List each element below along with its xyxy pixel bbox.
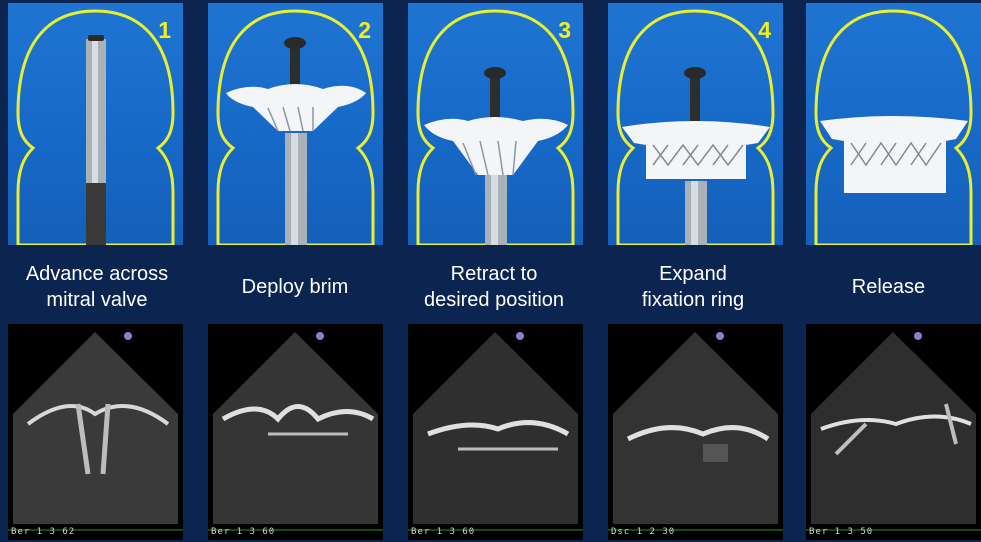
probe-marker: [316, 332, 324, 340]
echo-image-step-2: Ber 1 3 60: [208, 324, 383, 540]
echo-label: Dsc 1 2 30: [611, 527, 675, 537]
catheter-highlight: [291, 133, 298, 245]
ultrasound-fan: [613, 332, 778, 524]
valve-body: [820, 116, 968, 193]
echo-sector: [608, 324, 783, 540]
caption-step-2: Deploy brim: [198, 258, 392, 316]
device-illustration: [806, 3, 981, 245]
echo-sector: [806, 324, 981, 540]
catheter-dark-sheath: [86, 183, 106, 245]
guide-stem: [690, 75, 700, 123]
ring-echo: [703, 444, 728, 462]
echo-image-step-3: Ber 1 3 60: [408, 324, 583, 540]
guide-stem: [490, 75, 500, 121]
echo-sector: [408, 324, 583, 540]
ultrasound-fan: [13, 332, 178, 524]
probe-marker: [124, 332, 132, 340]
echo-label: Ber 1 3 62: [11, 527, 75, 537]
device-illustration: [608, 3, 783, 245]
device-illustration: [208, 3, 383, 245]
device-photo-step-4: 4: [608, 3, 783, 245]
probe-marker: [716, 332, 724, 340]
caption-step-3: Retract to desired position: [397, 258, 591, 316]
caption-step-5: Release: [796, 258, 981, 316]
echo-sector: [8, 324, 183, 540]
catheter-highlight: [691, 181, 698, 245]
echo-sector: [208, 324, 383, 540]
catheter-tip: [88, 35, 104, 41]
echo-image-step-4: Dsc 1 2 30: [608, 324, 783, 540]
step-number: 3: [558, 17, 571, 44]
stem-knob: [284, 37, 306, 49]
device-photo-step-1: 1: [8, 3, 183, 245]
device-photo-step-2: 2: [208, 3, 383, 245]
valve-brim: [226, 84, 366, 131]
device-photo-step-3: 3: [408, 3, 583, 245]
stem-knob: [684, 67, 706, 79]
device-illustration: [8, 3, 183, 245]
valve-body: [622, 121, 770, 179]
step-number: 1: [158, 17, 171, 44]
ultrasound-fan: [213, 332, 378, 524]
caption-step-1: Advance across mitral valve: [0, 258, 194, 316]
caption-step-4: Expand fixation ring: [596, 258, 790, 316]
device-photo-step-5: [806, 3, 981, 245]
echo-image-step-5: Ber 1 3 50: [806, 324, 981, 540]
echo-label: Ber 1 3 60: [211, 527, 275, 537]
probe-marker: [516, 332, 524, 340]
echo-image-step-1: Ber 1 3 62: [8, 324, 183, 540]
step-number: 2: [358, 17, 371, 44]
step-number: 4: [758, 17, 771, 44]
stem-knob: [484, 67, 506, 79]
catheter-highlight: [491, 175, 498, 245]
echo-label: Ber 1 3 50: [809, 527, 873, 537]
valve-brim: [424, 117, 568, 175]
probe-marker: [914, 332, 922, 340]
echo-label: Ber 1 3 60: [411, 527, 475, 537]
device-illustration: [408, 3, 583, 245]
catheter-highlight: [92, 39, 98, 187]
